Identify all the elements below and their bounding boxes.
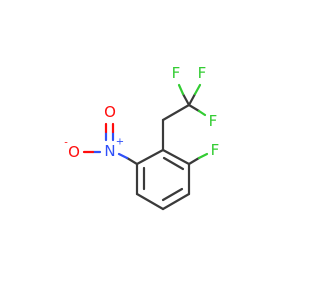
- bond-cf3-f-top-left-green: [177, 83, 185, 96]
- atom-f-top-left: F: [172, 64, 181, 82]
- ring-double-bond-inner-2: [161, 187, 184, 202]
- benzene-ring: [135, 148, 191, 211]
- nitrogen-charge: +: [116, 137, 124, 148]
- ring-bond-c1-c2: [161, 148, 191, 166]
- ring-bond-c3-c4: [161, 192, 191, 211]
- atom-nitrogen: N: [104, 142, 115, 160]
- bond-cf3-f-top-right-green: [193, 83, 202, 96]
- ring-double-bond-inner-1: [162, 156, 185, 171]
- bond-c2-f-dark: [187, 156, 201, 166]
- atom-f-right: F: [209, 112, 218, 130]
- atom-oxygen-top: O: [104, 103, 116, 121]
- bond-cf3-f-top-left-dark: [181, 92, 191, 107]
- bond-cf3-f-right-dark: [187, 103, 201, 113]
- bond-c6-n-dark: [125, 156, 139, 166]
- atom-f-ring: F: [211, 141, 220, 159]
- bond-cf3-f-right-green: [197, 109, 207, 117]
- bond-ch2-cf3: [161, 103, 191, 122]
- molecule-structure-diagram: F F F F N + O - O: [64, 64, 220, 211]
- atom-f-top-right: F: [198, 64, 207, 82]
- oxygen-charge: -: [64, 138, 68, 149]
- ring-bond-c4-c5: [135, 192, 165, 211]
- bond-cf3-f-top-right-dark: [187, 92, 197, 107]
- ring-bond-c6-c1: [135, 148, 165, 166]
- atom-oxygen-minus: O: [68, 143, 80, 161]
- bond-c2-f-green: [197, 152, 209, 160]
- bond-c6-n-blue: [117, 152, 129, 160]
